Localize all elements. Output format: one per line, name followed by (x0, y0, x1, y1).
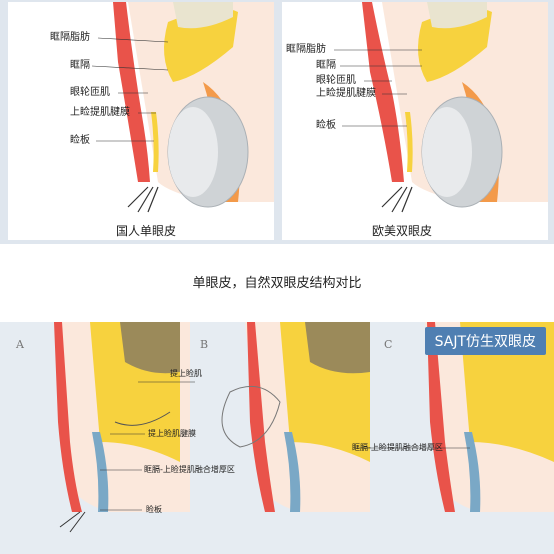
leader-lines-right (334, 49, 422, 127)
label-fusion-zone-a: 眶膈-上睑提肌融合增厚区 (144, 465, 235, 474)
stage-letter-c: C (384, 338, 393, 351)
sajt-procedure-illustration (54, 322, 554, 533)
top-comparison-panel: 眶隔脂肪 眶隔 眼轮匝肌 上睑提肌腱膜 睑板 国人单眼皮 眶隔脂肪 眶隔 眼轮匝 (0, 0, 554, 244)
comparison-caption-section: 单眼皮，自然双眼皮结构对比 (0, 244, 554, 322)
stage-a-illustration (54, 322, 190, 533)
label-levator-aponeurosis-bottom: 提上睑肌腱膜 (148, 429, 196, 438)
label-orbital-septum-right: 眶隔 (316, 60, 336, 71)
label-tarsus-bottom: 睑板 (146, 505, 162, 514)
asian-single-eyelid-figure: 眶隔脂肪 眶隔 眼轮匝肌 上睑提肌腱膜 睑板 国人单眼皮 (8, 2, 274, 240)
western-eyelid-illustration (362, 2, 548, 213)
stage-letter-b: B (200, 338, 209, 351)
label-levator-aponeurosis: 上睑提肌腱膜 (70, 107, 130, 118)
stage-letter-a: A (16, 338, 24, 351)
stage-b-illustration (221, 322, 370, 512)
label-levator-muscle: 提上睑肌 (170, 369, 202, 378)
sajt-badge: SAJT仿生双眼皮 (424, 327, 546, 355)
leader-lines-left (91, 37, 169, 142)
western-double-eyelid-figure: 眶隔脂肪 眶隔 眼轮匝肌 上睑提肌腱膜 睑板 欧美双眼皮 (282, 2, 548, 240)
label-fusion-zone-c: 眶膈-上睑提肌融合增厚区 (352, 443, 443, 452)
caption-asian-single-eyelid: 国人单眼皮 (116, 224, 177, 238)
label-orbital-fat-right: 眶隔脂肪 (286, 44, 326, 55)
comparison-caption: 单眼皮，自然双眼皮结构对比 (192, 276, 362, 291)
label-orbicularis-right: 眼轮匝肌 (316, 75, 356, 86)
caption-western-double-eyelid: 欧美双眼皮 (372, 224, 433, 238)
asian-eyelid-illustration (113, 2, 274, 213)
label-orbital-septum: 眶隔 (70, 60, 90, 71)
label-tarsus: 睑板 (70, 135, 90, 146)
label-orbicularis: 眼轮匝肌 (70, 87, 110, 98)
stage-c-illustration (425, 322, 554, 512)
label-orbital-fat: 眶隔脂肪 (50, 32, 90, 43)
label-levator-aponeurosis-right: 上睑提肌腱膜 (316, 88, 376, 99)
sajt-procedure-panel: A B C 提上睑肌 提上睑肌腱膜 眶膈-上睑提肌融合增厚区 睑板 眶膈-上睑提… (0, 322, 554, 554)
label-tarsus-right: 睑板 (316, 120, 336, 131)
